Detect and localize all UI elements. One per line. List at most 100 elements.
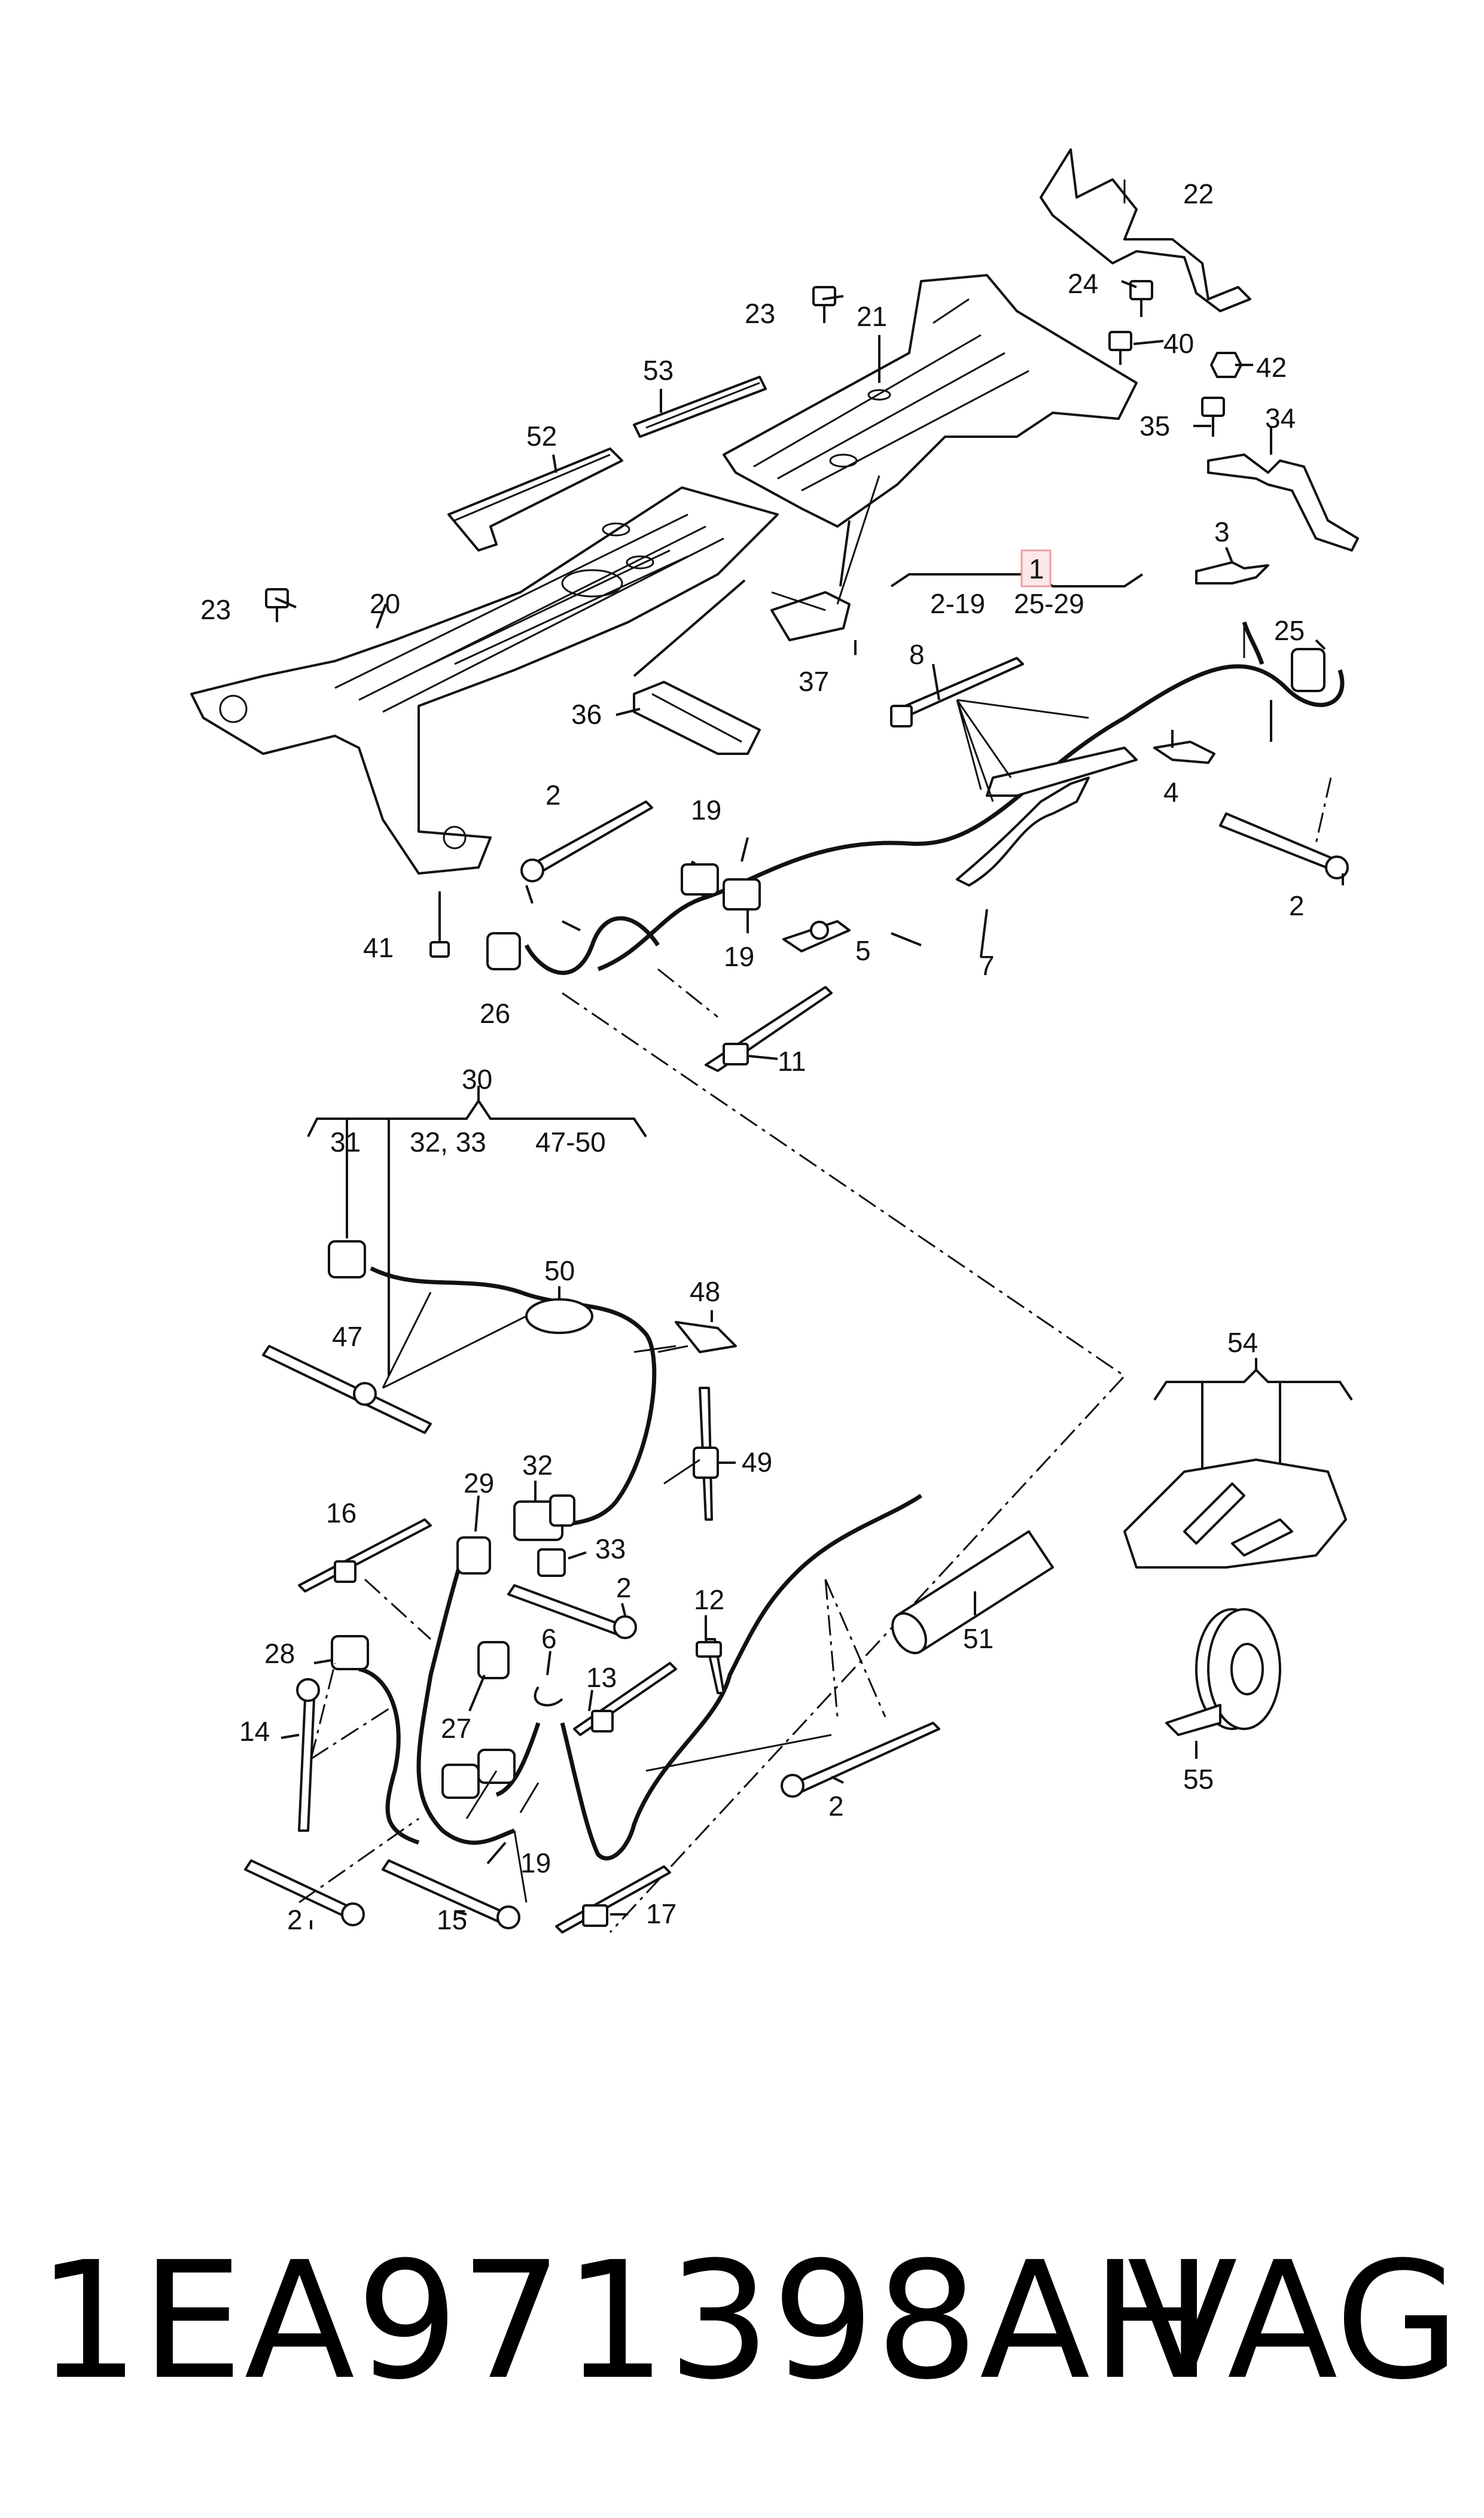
label-55: 55 — [1183, 1764, 1214, 1795]
tie-16 — [298, 1518, 432, 1593]
label-5: 5 — [855, 935, 871, 966]
tie-17 — [555, 1865, 671, 1934]
repair-kit-54 — [1123, 1459, 1347, 1569]
clip-33 — [537, 1548, 566, 1577]
clip-12 — [696, 1638, 725, 1694]
bolt-24 — [1129, 280, 1153, 317]
wiring-harness-30 — [358, 1266, 922, 1861]
label-47: 47 — [332, 1321, 362, 1352]
label-8: 8 — [909, 639, 925, 670]
tie-2-upper-left — [520, 800, 653, 882]
label-30-group-c: 47-50 — [535, 1126, 606, 1158]
connector-27 — [477, 1641, 510, 1679]
clip-3 — [1195, 561, 1269, 584]
label-2-lower-a: 2 — [616, 1572, 632, 1603]
tie-47 — [262, 1345, 432, 1434]
bolt-23-top — [812, 286, 836, 323]
floor-panel-21 — [723, 274, 1138, 528]
label-53: 53 — [643, 355, 674, 386]
nut-42 — [1210, 352, 1242, 378]
label-14: 14 — [239, 1716, 270, 1747]
label-40: 40 — [1163, 328, 1194, 359]
tie-2-lower-b — [781, 1722, 940, 1798]
label-23-left: 23 — [200, 594, 231, 625]
label-26: 26 — [480, 998, 510, 1029]
label-29: 29 — [464, 1467, 494, 1499]
connector-19-lower — [441, 1749, 516, 1799]
tie-2-upper-right — [1219, 812, 1349, 879]
label-34: 34 — [1265, 403, 1296, 434]
label-49: 49 — [742, 1447, 772, 1478]
label-11: 11 — [778, 1046, 806, 1077]
label-54: 54 — [1227, 1327, 1258, 1358]
highlight-box-1 — [1020, 549, 1052, 587]
label-2-upper-left: 2 — [546, 780, 561, 811]
bolt-23-left — [265, 588, 289, 622]
connector-32 — [513, 1494, 575, 1541]
tie-13 — [573, 1662, 677, 1736]
tie-15 — [382, 1859, 520, 1929]
bracket-22 — [1040, 148, 1251, 312]
label-7: 7 — [979, 950, 995, 981]
clip-5 — [782, 920, 851, 952]
label-25: 25 — [1274, 615, 1305, 646]
label-19-lower: 19 — [520, 1847, 551, 1878]
label-2-lower-c: 2 — [287, 1904, 303, 1935]
brand-name: VAG — [1127, 2227, 1460, 2415]
tape-roll-55 — [1165, 1608, 1281, 1736]
label-48: 48 — [690, 1276, 720, 1307]
label-20: 20 — [370, 588, 400, 619]
label-36: 36 — [571, 699, 602, 730]
trim-strip-52 — [447, 447, 623, 552]
label-1-range-b: 25-29 — [1014, 588, 1084, 619]
label-13: 13 — [586, 1662, 617, 1693]
label-16: 16 — [326, 1497, 356, 1529]
label-2-lower-b: 2 — [828, 1791, 844, 1822]
label-42: 42 — [1256, 352, 1287, 383]
label-17: 17 — [646, 1898, 677, 1929]
label-19-upper-a: 19 — [691, 794, 721, 826]
label-4: 4 — [1163, 777, 1179, 808]
module-36 — [633, 681, 761, 755]
bracket-34 — [1207, 453, 1359, 552]
tie-2-lower-c — [244, 1859, 365, 1926]
connector-31 — [328, 1240, 366, 1278]
label-30-group-a: 31 — [330, 1126, 361, 1158]
clip-14 — [296, 1678, 320, 1832]
tie-8 — [890, 657, 1024, 727]
label-22: 22 — [1183, 178, 1214, 209]
label-52: 52 — [526, 421, 557, 452]
bolt-41 — [429, 891, 450, 958]
label-30: 30 — [462, 1064, 492, 1095]
connector-29 — [456, 1536, 491, 1575]
label-27: 27 — [441, 1713, 471, 1744]
label-3: 3 — [1214, 516, 1230, 547]
label-28: 28 — [264, 1638, 295, 1669]
label-23-top: 23 — [745, 298, 775, 329]
label-15: 15 — [437, 1904, 467, 1935]
label-12: 12 — [694, 1584, 724, 1615]
tie-11 — [705, 986, 833, 1072]
label-6: 6 — [541, 1623, 557, 1654]
clip-6 — [534, 1686, 563, 1707]
connector-25 — [1291, 648, 1325, 692]
label-24: 24 — [1068, 268, 1098, 299]
floor-panel-20 — [190, 486, 779, 875]
clip-4 — [1153, 741, 1215, 764]
part-number: 1EA971398AH — [37, 2227, 1214, 2415]
connector-28 — [331, 1635, 369, 1670]
bolt-35 — [1201, 397, 1225, 437]
label-35: 35 — [1139, 410, 1170, 442]
clip-49 — [693, 1387, 719, 1521]
connector-26 — [486, 932, 521, 970]
label-1: 1 — [1029, 553, 1044, 584]
cover-37 — [770, 591, 851, 641]
bolt-40 — [1108, 331, 1132, 365]
grommet-50 — [525, 1298, 593, 1334]
label-33: 33 — [595, 1533, 626, 1564]
trim-strip-53 — [633, 376, 767, 438]
connector-19-upper — [681, 863, 761, 911]
clip-48 — [675, 1321, 737, 1353]
label-30-group-b: 32, 33 — [410, 1126, 486, 1158]
